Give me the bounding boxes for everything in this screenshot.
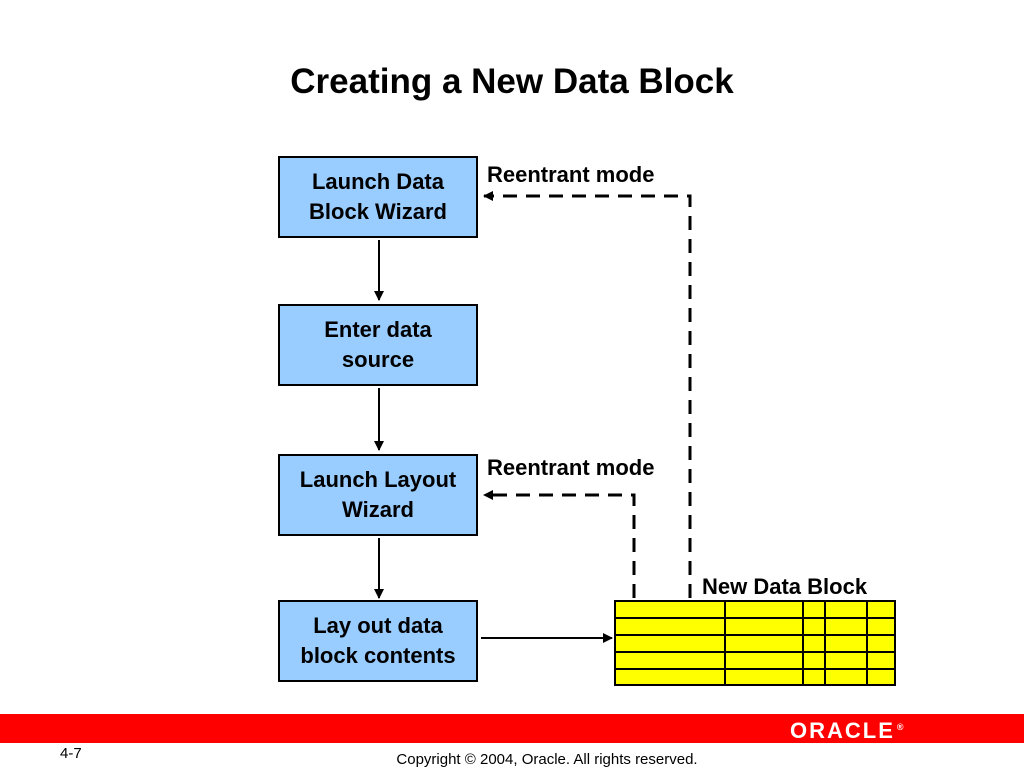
step-launch-layout-wizard: Launch Layout Wizard	[278, 454, 478, 536]
oracle-logo: ORACLE ®	[790, 718, 904, 744]
new-data-block-grid	[614, 600, 896, 686]
copyright-text: Copyright © 2004, Oracle. All rights res…	[396, 751, 698, 768]
step-launch-data-block-wizard: Launch Data Block Wizard	[278, 156, 478, 238]
step-enter-data-source: Enter data source	[278, 304, 478, 386]
footer-bar	[0, 714, 1024, 743]
reentrant-label-top: Reentrant mode	[487, 162, 655, 187]
page-number: 4-7	[60, 745, 82, 762]
reentrant-label-middle: Reentrant mode	[487, 455, 655, 480]
new-data-block-label: New Data Block	[702, 574, 868, 599]
registered-mark: ®	[896, 722, 904, 732]
step-lay-out-data-block-contents: Lay out data block contents	[278, 600, 478, 682]
reentrant-path-inner	[483, 490, 636, 598]
slide-title: Creating a New Data Block	[290, 62, 734, 101]
reentrant-path-outer	[483, 191, 692, 598]
oracle-logo-text: ORACLE	[790, 718, 895, 743]
